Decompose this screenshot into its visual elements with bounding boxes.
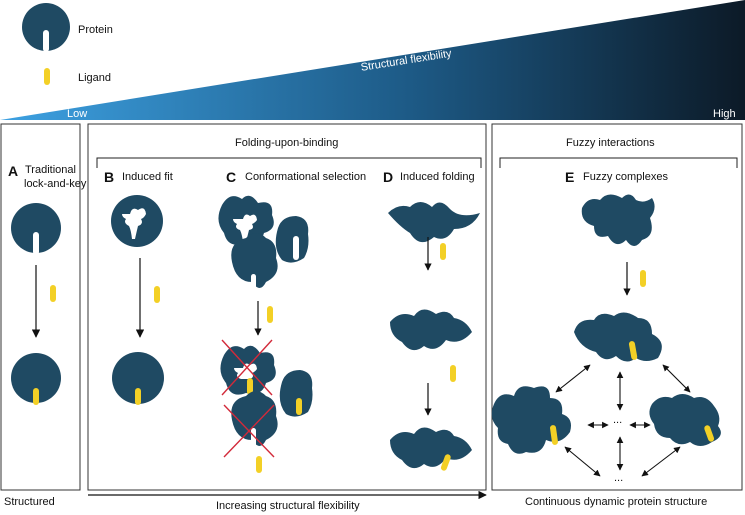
panel-d-letter: D bbox=[383, 169, 394, 185]
panel-b-title: Induced fit bbox=[122, 171, 173, 183]
panel-e-title: Fuzzy complexes bbox=[583, 171, 668, 183]
panel-a-diagram bbox=[11, 203, 61, 405]
legend-protein-icon bbox=[22, 3, 70, 52]
ellipsis-center: ... bbox=[613, 414, 623, 426]
panel-c-diagram bbox=[218, 195, 313, 473]
panel-a-title-line1: Traditional bbox=[25, 164, 76, 176]
legend bbox=[22, 3, 70, 85]
ellipsis-bottom: ... bbox=[614, 472, 624, 484]
panel-d-title: Induced folding bbox=[400, 171, 475, 183]
footer-continuous: Continuous dynamic protein structure bbox=[525, 496, 708, 508]
panel-c-letter: C bbox=[226, 169, 237, 185]
panel-b-diagram bbox=[111, 195, 164, 405]
panel-a-title-line2: lock-and-key bbox=[24, 178, 87, 190]
fuzzy-bracket bbox=[499, 157, 738, 168]
footer-increasing: Increasing structural flexibility bbox=[216, 500, 360, 512]
flexibility-low-label: Low bbox=[67, 108, 88, 120]
folding-header: Folding-upon-binding bbox=[235, 137, 339, 149]
panel-b-letter: B bbox=[104, 169, 115, 185]
panel-d-diagram bbox=[388, 202, 480, 471]
footer-structured: Structured bbox=[4, 496, 55, 508]
legend-ligand-icon bbox=[44, 68, 50, 85]
flexibility-high-label: High bbox=[713, 108, 736, 120]
panel-folding-frame bbox=[87, 123, 487, 491]
panel-c-title: Conformational selection bbox=[245, 171, 367, 183]
panel-a-frame bbox=[0, 123, 81, 491]
panel-e-diagram bbox=[491, 194, 721, 477]
panel-a-letter: A bbox=[8, 163, 19, 179]
panel-e-letter: E bbox=[565, 169, 575, 185]
flexibility-wedge bbox=[0, 0, 745, 120]
folding-bracket bbox=[96, 157, 482, 168]
legend-ligand-label: Ligand bbox=[78, 72, 112, 84]
fuzzy-header: Fuzzy interactions bbox=[566, 137, 655, 149]
panel-fuzzy-frame bbox=[491, 123, 743, 491]
legend-protein-label: Protein bbox=[78, 24, 113, 36]
